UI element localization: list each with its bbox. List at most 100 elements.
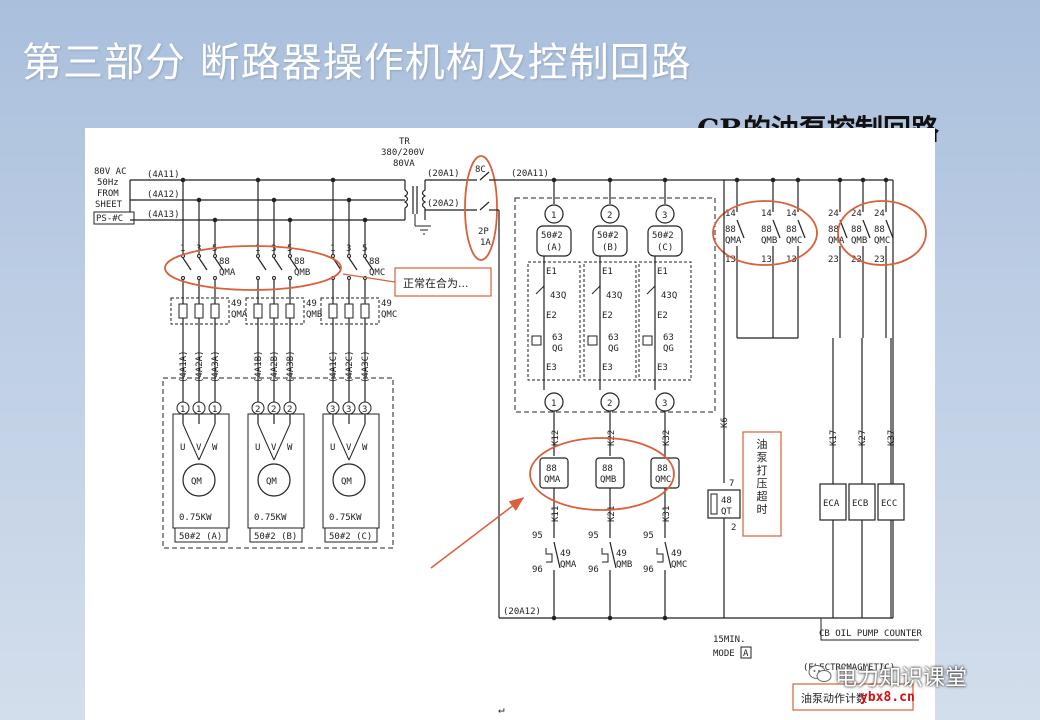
- coil-wire-bottom: K21: [607, 506, 617, 522]
- svg-text:95: 95: [532, 531, 543, 541]
- mode-switch: 15MIN. MODE A: [713, 635, 752, 659]
- svg-text:15MIN.: 15MIN.: [713, 635, 746, 645]
- control-column-2: 250#2(B)E143QE263QGE32K2288QMBK219549QMB…: [583, 177, 637, 621]
- contact-number: 5: [287, 244, 292, 254]
- source-label: 80V AC 50Hz FROM SHEET: [94, 167, 127, 210]
- svg-text:23: 23: [828, 255, 839, 265]
- svg-text:43Q: 43Q: [550, 291, 566, 301]
- motor-wire-label: (4A2A): [195, 350, 205, 383]
- svg-text:(20A1): (20A1): [427, 169, 460, 179]
- svg-text:K6: K6: [720, 417, 730, 428]
- motor-wire-label: (4A2B): [270, 350, 280, 383]
- circuit-diagram: 80V AC 50Hz FROM SHEET PS-#C (4A11) (4A1…: [85, 128, 935, 720]
- svg-text:13: 13: [761, 255, 772, 265]
- pump-unit-label: 50#2 (B): [254, 532, 297, 542]
- transformer: TR 380/200V 80VA: [381, 137, 431, 235]
- coil-prefix: 88: [602, 464, 613, 474]
- control-bus: [489, 179, 894, 619]
- contactor-group-qmc: 1(4A1C)3U3(4A2C)3V5(4A3C)3W88QMC49QMCQM0…: [320, 177, 397, 543]
- svg-text:MODE: MODE: [713, 649, 735, 659]
- overload-prefix: 49: [306, 299, 317, 309]
- contactor-name: QMB: [294, 268, 310, 278]
- svg-text:43Q: 43Q: [661, 291, 677, 301]
- breaker-highlight-ellipse: [464, 155, 498, 261]
- svg-text:SHEET: SHEET: [95, 200, 123, 210]
- svg-text:63: 63: [552, 333, 563, 343]
- contact-number: 5: [362, 244, 367, 254]
- coil-name: QMB: [600, 475, 616, 485]
- pump-unit-number: 3: [662, 211, 667, 221]
- svg-text:23: 23: [874, 255, 885, 265]
- svg-text:50#2: 50#2: [652, 231, 674, 241]
- svg-text:(20A2): (20A2): [427, 199, 460, 209]
- svg-text:88: 88: [725, 225, 736, 235]
- motor-phase-label: V: [346, 443, 352, 453]
- motor-power: 0.75KW: [254, 513, 287, 523]
- svg-text:96: 96: [643, 565, 654, 575]
- svg-text:QMC: QMC: [786, 236, 802, 246]
- overload-prefix: 49: [381, 299, 392, 309]
- svg-text:E1: E1: [546, 267, 557, 277]
- svg-text:2P: 2P: [478, 227, 489, 237]
- svg-text:(20A11): (20A11): [511, 169, 549, 179]
- coil-wire-top: K32: [662, 430, 672, 446]
- svg-text:96: 96: [588, 565, 599, 575]
- motor-power: 0.75KW: [329, 513, 362, 523]
- motor-terminal-number: 3: [330, 405, 335, 415]
- motor-terminal-number: 1: [180, 405, 185, 415]
- input-wires: [129, 179, 405, 221]
- svg-text:(C): (C): [657, 243, 673, 253]
- svg-text:QMC: QMC: [874, 236, 890, 246]
- svg-text:43Q: 43Q: [606, 291, 622, 301]
- svg-text:ECA: ECA: [823, 499, 840, 509]
- svg-text:88: 88: [761, 225, 772, 235]
- wechat-icon: [808, 665, 832, 682]
- svg-text:油泵打压超时: 油泵打压超时: [757, 437, 768, 516]
- input-wire-labels: (4A11) (4A12) (4A13): [147, 170, 180, 220]
- pump-unit-number: 2: [607, 211, 612, 221]
- motor-phase-label: V: [271, 443, 277, 453]
- watermark-site: ybx8.cn: [860, 690, 915, 705]
- svg-text:K17: K17: [829, 430, 839, 446]
- svg-text:88: 88: [874, 225, 885, 235]
- contact-number: 1: [180, 244, 185, 254]
- pump-exit-number: 2: [607, 399, 612, 409]
- coil-highlight-arrow: [430, 497, 525, 569]
- svg-text:24: 24: [851, 209, 862, 219]
- motor-terminal-number: 2: [287, 405, 292, 415]
- contactor-group-qma: 1(4A1A)1U3(4A2A)1V5(4A3A)1W88QMA49QMAQM0…: [170, 177, 248, 543]
- svg-text:95: 95: [643, 531, 654, 541]
- svg-text:14: 14: [725, 209, 736, 219]
- contactor-label: 88: [219, 257, 230, 267]
- svg-text:(B): (B): [602, 243, 618, 253]
- coil-highlight-ellipse: [529, 437, 675, 511]
- svg-text:63: 63: [608, 333, 619, 343]
- svg-text:95: 95: [588, 531, 599, 541]
- coil-name: QMC: [655, 475, 671, 485]
- overload-name: QMB: [306, 310, 322, 320]
- svg-text:80VA: 80VA: [393, 159, 415, 169]
- svg-text:50#2: 50#2: [541, 231, 563, 241]
- motor-phase-label: W: [287, 443, 293, 453]
- svg-text:50Hz: 50Hz: [97, 178, 119, 188]
- svg-text:380/200V: 380/200V: [381, 148, 425, 158]
- normal-state-annotation: 正常在合为...: [394, 267, 492, 297]
- pump-exit-number: 3: [662, 399, 667, 409]
- motor-power: 0.75KW: [179, 513, 212, 523]
- svg-text:CB OIL PUMP COUNTER: CB OIL PUMP COUNTER: [819, 629, 923, 639]
- svg-text:24: 24: [828, 209, 839, 219]
- watermark-text: 电力知识课堂: [835, 666, 968, 691]
- svg-text:(4A13): (4A13): [147, 210, 180, 220]
- svg-text:(20A12): (20A12): [503, 607, 541, 617]
- motor-terminal-number: 2: [255, 405, 260, 415]
- svg-text:PS-#C: PS-#C: [96, 214, 123, 224]
- coil-wire-top: K12: [551, 430, 561, 446]
- secondary-wire-labels: (20A1) (20A2): [427, 169, 460, 209]
- motor-wire-label: (4A1C): [329, 350, 339, 383]
- coil-wire-bottom: K11: [551, 506, 561, 522]
